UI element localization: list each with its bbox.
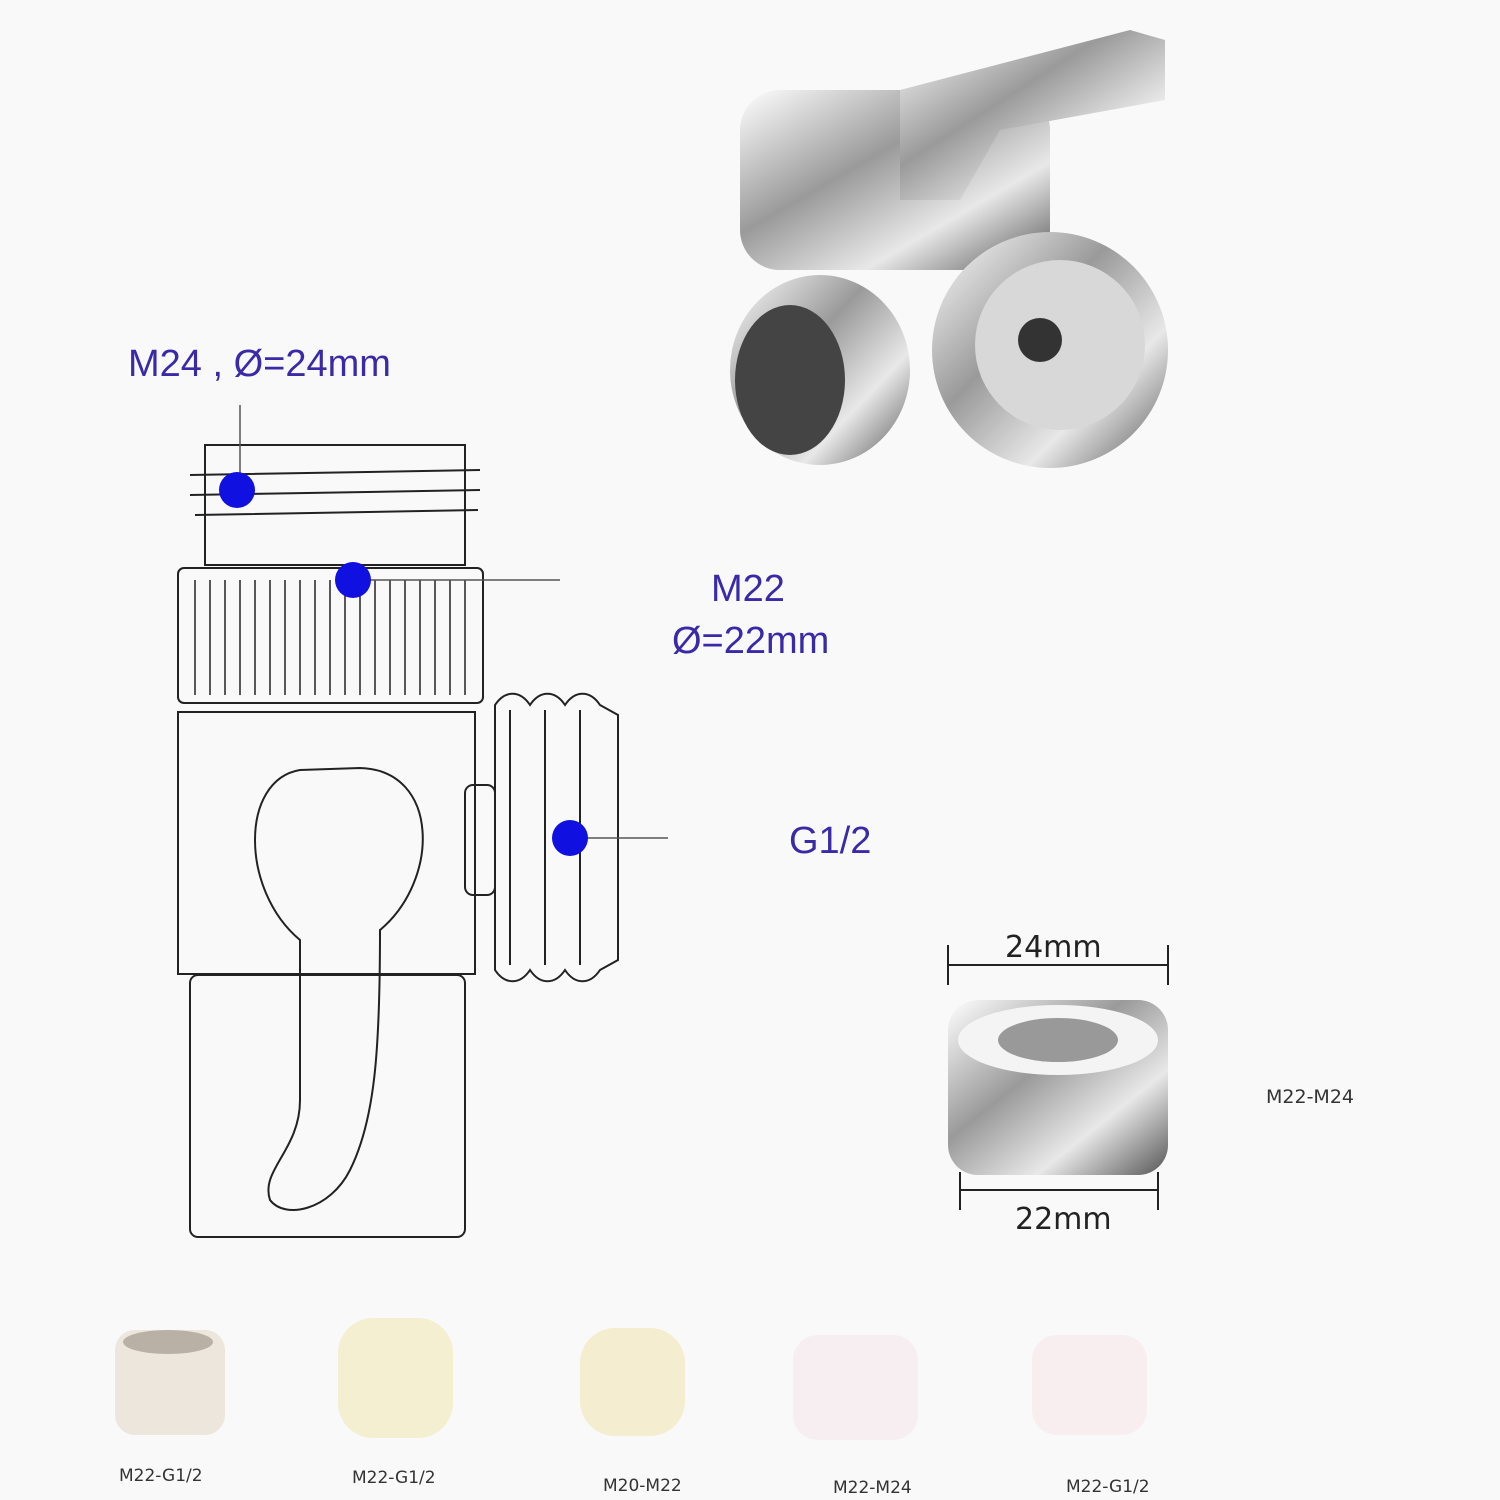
bottom-adapter-label: M22-G1/2	[352, 1468, 436, 1488]
valve-line-drawing	[177, 444, 619, 1238]
callout-g12: G1/2	[789, 820, 872, 862]
chrome-valve-photo	[730, 30, 1168, 468]
metal-adapter-photo	[947, 945, 1169, 1210]
adapter-name: M22-M24	[1266, 1086, 1354, 1108]
marker-m22	[335, 562, 371, 598]
callout-m22-diameter: Ø=22mm	[672, 620, 830, 662]
bottom-adapter-photos	[115, 1318, 1147, 1440]
adapter-bottom-dimension: 22mm	[1015, 1202, 1112, 1237]
bottom-adapter-label: M22-M24	[833, 1478, 912, 1498]
bottom-adapter-label: M20-M22	[603, 1476, 682, 1496]
bottom-adapter-label: M22-G1/2	[119, 1466, 203, 1486]
marker-g12	[552, 820, 588, 856]
bottom-adapter-label: M22-G1/2	[1066, 1477, 1150, 1497]
callout-m24: M24 , Ø=24mm	[128, 343, 391, 385]
callout-m22: M22	[711, 568, 785, 610]
marker-m24	[219, 472, 255, 508]
adapter-top-dimension: 24mm	[1005, 930, 1102, 965]
